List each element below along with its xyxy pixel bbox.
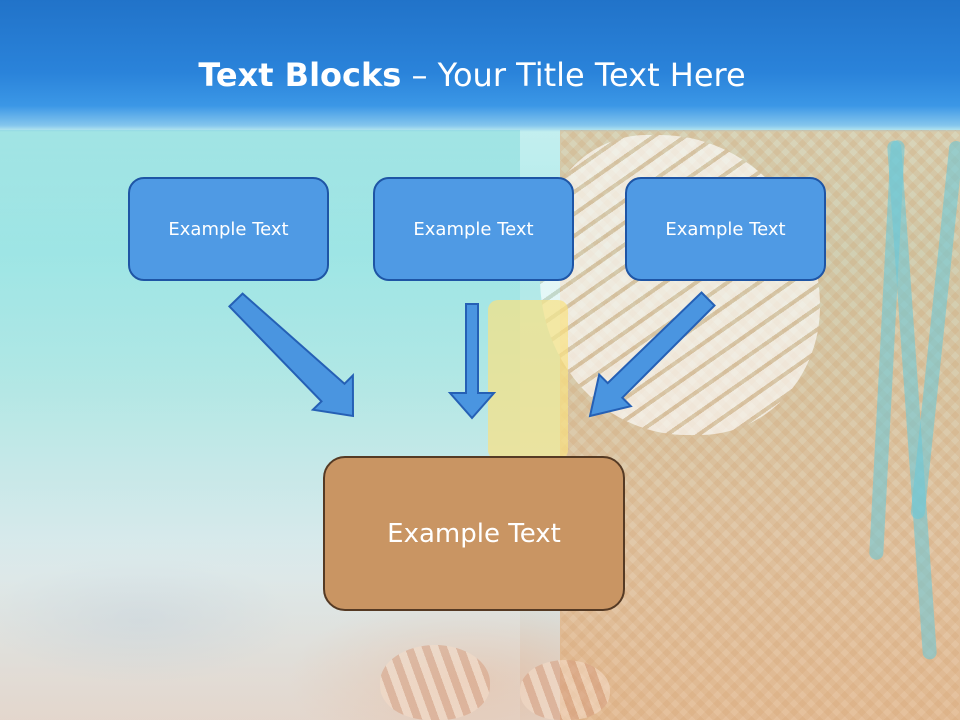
- result-block-label: Example Text: [387, 518, 561, 549]
- title-regular-part: – Your Title Text Here: [401, 56, 746, 94]
- text-block-label: Example Text: [413, 218, 534, 240]
- bottle-image: [488, 300, 568, 460]
- slide-title: Text Blocks – Your Title Text Here: [0, 52, 944, 98]
- arrow-down-right: [227, 292, 355, 418]
- text-block-label: Example Text: [665, 218, 786, 240]
- result-block[interactable]: Example Text: [323, 456, 625, 611]
- seashell-image: [520, 660, 610, 720]
- seashell-image: [380, 645, 490, 720]
- text-block-label: Example Text: [168, 218, 289, 240]
- title-bold-part: Text Blocks: [198, 56, 402, 94]
- text-block-left[interactable]: Example Text: [128, 177, 329, 281]
- text-block-center[interactable]: Example Text: [373, 177, 574, 281]
- arrow-down-left: [588, 291, 716, 418]
- title-bar: [0, 0, 960, 132]
- text-block-right[interactable]: Example Text: [625, 177, 826, 281]
- arrow-down: [447, 303, 497, 420]
